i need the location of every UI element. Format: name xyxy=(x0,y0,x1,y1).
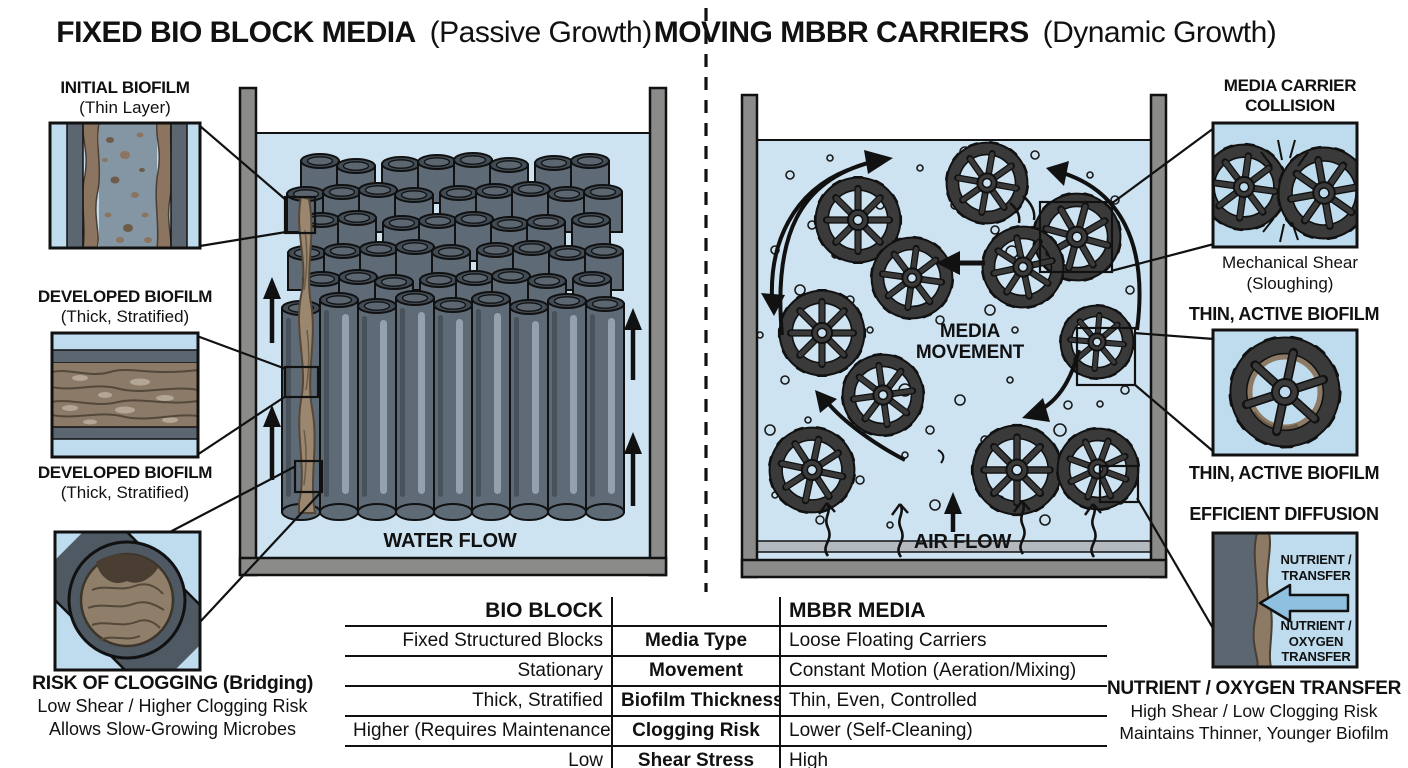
nutrient-footer-title: NUTRIENT / OXYGEN TRANSFER xyxy=(1106,678,1402,699)
initial-biofilm-label: INITIAL BIOFILM (Thin Layer) xyxy=(20,78,230,118)
table-cell: Clogging Risk xyxy=(611,716,781,747)
media-movement-label: MEDIA MOVEMENT xyxy=(880,321,1060,363)
table-header-mbbr-media: MBBR MEDIA xyxy=(780,597,1107,627)
table-header-center xyxy=(611,597,781,627)
initial-biofilm-title: INITIAL BIOFILM xyxy=(60,78,190,97)
developed-biofilm-bottom-subtitle: (Thick, Stratified) xyxy=(60,483,190,503)
efficient-diffusion-label: EFFICIENT DIFFUSION xyxy=(1189,504,1379,524)
nutrient-footer-label: NUTRIENT / OXYGEN TRANSFER High Shear / … xyxy=(1100,678,1408,744)
nutrient-bottom-line1: NUTRIENT / xyxy=(1280,618,1352,633)
nutrient-footer-line2: Maintains Thinner, Younger Biofilm xyxy=(1119,723,1389,743)
clogging-label: RISK OF CLOGGING (Bridging) Low Shear / … xyxy=(0,672,345,741)
table-cell: Constant Motion (Aeration/Mixing) xyxy=(780,656,1107,687)
table-cell: Biofilm Thickness xyxy=(611,686,781,717)
air-flow-label: AIR FLOW xyxy=(913,531,1012,553)
right-panel-title: MOVING MBBR CARRIERS (Dynamic Growth) xyxy=(645,16,1285,50)
table-cell: Thin, Even, Controlled xyxy=(780,686,1107,717)
table-cell: Lower (Self-Cleaning) xyxy=(780,716,1107,747)
table-cell: High xyxy=(789,750,829,768)
developed-biofilm-top-label: DEVELOPED BIOFILM (Thick, Stratified) xyxy=(20,287,230,327)
table-row: Fixed Structured Blocks Media Type Loose… xyxy=(345,626,1107,657)
table-row: Thick, Stratified Biofilm Thickness Thin… xyxy=(345,686,1107,717)
nutrient-bottom-line2: OXYGEN xyxy=(1288,633,1344,649)
right-title-light: (Dynamic Growth) xyxy=(1042,16,1277,49)
table-cell: Thick, Stratified xyxy=(345,686,612,717)
nutrient-footer-line1: High Shear / Low Clogging Risk xyxy=(1130,701,1378,721)
developed-biofilm-top-title: DEVELOPED BIOFILM xyxy=(37,287,213,306)
comparison-table: BIO BLOCK MBBR MEDIA Fixed Structured Bl… xyxy=(345,597,1107,768)
nutrient-top-line1: NUTRIENT / xyxy=(1280,552,1352,567)
thin-biofilm-bottom-label: THIN, ACTIVE BIOFILM xyxy=(1188,463,1380,483)
clogging-line1: Low Shear / Higher Clogging Risk xyxy=(37,696,308,716)
water-flow-label: WATER FLOW xyxy=(383,530,517,552)
table-row: Low Shear Stress High xyxy=(345,746,1107,768)
left-title-bold: FIXED BIO BLOCK MEDIA xyxy=(56,16,416,49)
left-title-light: (Passive Growth) xyxy=(429,16,653,49)
initial-biofilm-subtitle: (Thin Layer) xyxy=(79,98,171,118)
media-movement-line2: MOVEMENT xyxy=(915,342,1025,363)
nutrient-transfer-top-label: NUTRIENT / TRANSFER xyxy=(1268,552,1364,583)
collision-label: MEDIA CARRIER COLLISION xyxy=(1190,76,1390,116)
table-cell: Movement xyxy=(611,656,781,687)
clogging-title: RISK OF CLOGGING (Bridging) xyxy=(31,672,314,694)
table-cell: Media Type xyxy=(611,626,781,657)
table-header-row: BIO BLOCK MBBR MEDIA xyxy=(345,597,1107,627)
table-header-bio-block: BIO BLOCK xyxy=(345,597,612,627)
media-movement-line1: MEDIA xyxy=(939,321,1001,342)
table-cell: Low xyxy=(568,750,603,768)
mechanical-shear-label: Mechanical Shear (Sloughing) xyxy=(1190,252,1390,294)
developed-biofilm-top-subtitle: (Thick, Stratified) xyxy=(60,307,190,327)
developed-biofilm-bottom-label: DEVELOPED BIOFILM (Thick, Stratified) xyxy=(20,463,230,503)
nutrient-bottom-line3: TRANSFER xyxy=(1281,649,1351,664)
right-title-bold: MOVING MBBR CARRIERS xyxy=(653,16,1030,49)
nutrient-top-line2: TRANSFER xyxy=(1281,567,1351,583)
table-cell: Fixed Structured Blocks xyxy=(345,626,612,657)
table-cell: Stationary xyxy=(345,656,612,687)
clogging-line2: Allows Slow-Growing Microbes xyxy=(48,719,297,739)
thin-biofilm-top-label: THIN, ACTIVE BIOFILM xyxy=(1188,304,1380,324)
table-cell: Shear Stress xyxy=(611,746,781,768)
nutrient-transfer-bottom-label: NUTRIENT / OXYGEN TRANSFER xyxy=(1268,618,1364,665)
table-row: Higher (Requires Maintenance) Clogging R… xyxy=(345,716,1107,747)
left-panel-title: FIXED BIO BLOCK MEDIA (Passive Growth) xyxy=(24,16,684,50)
collision-title-line2: COLLISION xyxy=(1245,96,1335,115)
mechanical-shear-line1: Mechanical Shear xyxy=(1221,253,1359,272)
table-row: Stationary Movement Constant Motion (Aer… xyxy=(345,656,1107,687)
table-cell: Higher (Requires Maintenance) xyxy=(345,716,612,747)
mechanical-shear-line2: (Sloughing) xyxy=(1246,274,1334,293)
collision-title-line1: MEDIA CARRIER xyxy=(1223,76,1357,95)
table-cell: Loose Floating Carriers xyxy=(780,626,1107,657)
developed-biofilm-bottom-title: DEVELOPED BIOFILM xyxy=(37,463,213,482)
